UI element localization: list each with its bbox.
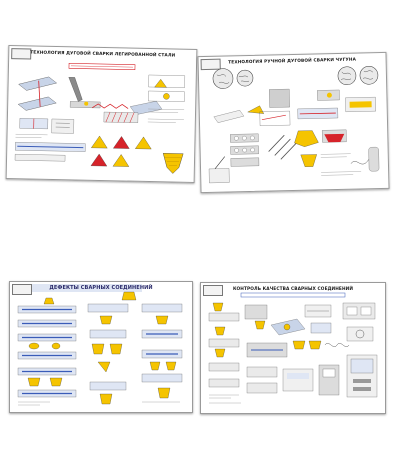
title-band (32, 284, 142, 292)
poster-alloy-steel-welding: ТЕХНОЛОГИЯ ДУГОВОЙ СВАРКИ ЛЕГИРОВАННОЙ С… (5, 45, 198, 183)
poster-weld-defects: ДЕФЕКТЫ СВАРНЫХ СОЕДИНЕНИЙ (9, 281, 193, 413)
poster-stamp (12, 284, 32, 295)
poster-cast-iron-welding: ТЕХНОЛОГИЯ РУЧНОЙ ДУГОВОЙ СВАРКИ ЧУГУНА (197, 51, 390, 194)
poster-title: КОНТРОЛЬ КАЧЕСТВА СВАРНЫХ СОЕДИНЕНИЙ (232, 287, 354, 292)
poster-stamp (203, 285, 223, 296)
poster-title: ДЕФЕКТЫ СВАРНЫХ СОЕДИНЕНИЙ (49, 285, 153, 291)
poster-illustrations (208, 66, 380, 184)
poster-illustrations (208, 292, 378, 404)
poster-illustrations (17, 291, 183, 406)
poster-quality-control: КОНТРОЛЬ КАЧЕСТВА СВАРНЫХ СОЕДИНЕНИЙ (200, 282, 386, 414)
poster-illustrations (14, 63, 185, 174)
